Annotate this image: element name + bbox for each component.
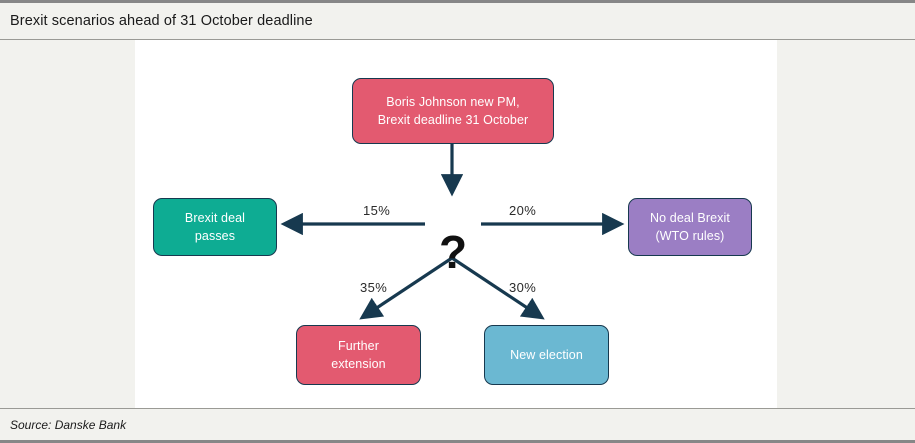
node-root-label-line1: Boris Johnson new PM, xyxy=(386,94,520,109)
node-nodeal-label: No deal Brexit (WTO rules) xyxy=(650,209,730,245)
flow-diagram: Boris Johnson new PM, Brexit deadline 31… xyxy=(0,40,915,408)
chart-source-bar: Source: Danske Bank xyxy=(0,409,915,440)
probability-label-nodeal: 20% xyxy=(509,203,537,218)
probability-label-election: 30% xyxy=(509,280,537,295)
top-divider xyxy=(0,0,915,3)
node-extension-label-line2: extension xyxy=(331,357,386,371)
decision-question-mark: ? xyxy=(438,226,468,278)
node-deal-label-line1: Brexit deal xyxy=(184,210,246,225)
bottom-divider xyxy=(0,440,915,443)
node-nodeal-label-line2: (WTO rules) xyxy=(655,229,725,243)
source-divider xyxy=(0,408,915,409)
title-divider xyxy=(0,39,915,40)
node-root-label-line2: Brexit deadline 31 October xyxy=(377,113,529,127)
node-deal-label-line2: passes xyxy=(194,229,236,243)
chart-title-bar: Brexit scenarios ahead of 31 October dea… xyxy=(0,3,915,39)
node-election-label: New election xyxy=(510,347,583,362)
node-extension-label: Further extension xyxy=(331,337,385,373)
page-title: Brexit scenarios ahead of 31 October dea… xyxy=(10,13,313,29)
node-boris-johnson-new-pm[interactable]: Boris Johnson new PM, Brexit deadline 31… xyxy=(352,78,554,144)
probability-label-deal: 15% xyxy=(363,203,391,218)
source-label: Source: Danske Bank xyxy=(10,417,127,432)
node-brexit-deal-passes[interactable]: Brexit deal passes xyxy=(153,198,277,256)
arrows-layer xyxy=(280,144,625,320)
arrow-decision-to-extension xyxy=(359,256,453,320)
node-further-extension[interactable]: Further extension xyxy=(296,325,421,385)
node-extension-label-line1: Further xyxy=(337,338,379,353)
node-deal-label: Brexit deal passes xyxy=(185,209,245,245)
node-root-label: Boris Johnson new PM, Brexit deadline 31… xyxy=(378,93,529,129)
node-no-deal-brexit[interactable]: No deal Brexit (WTO rules) xyxy=(628,198,752,256)
node-new-election[interactable]: New election xyxy=(484,325,609,385)
arrow-decision-to-election xyxy=(451,256,545,320)
node-nodeal-label-line1: No deal Brexit xyxy=(650,210,730,225)
probability-label-extension: 35% xyxy=(360,280,388,295)
